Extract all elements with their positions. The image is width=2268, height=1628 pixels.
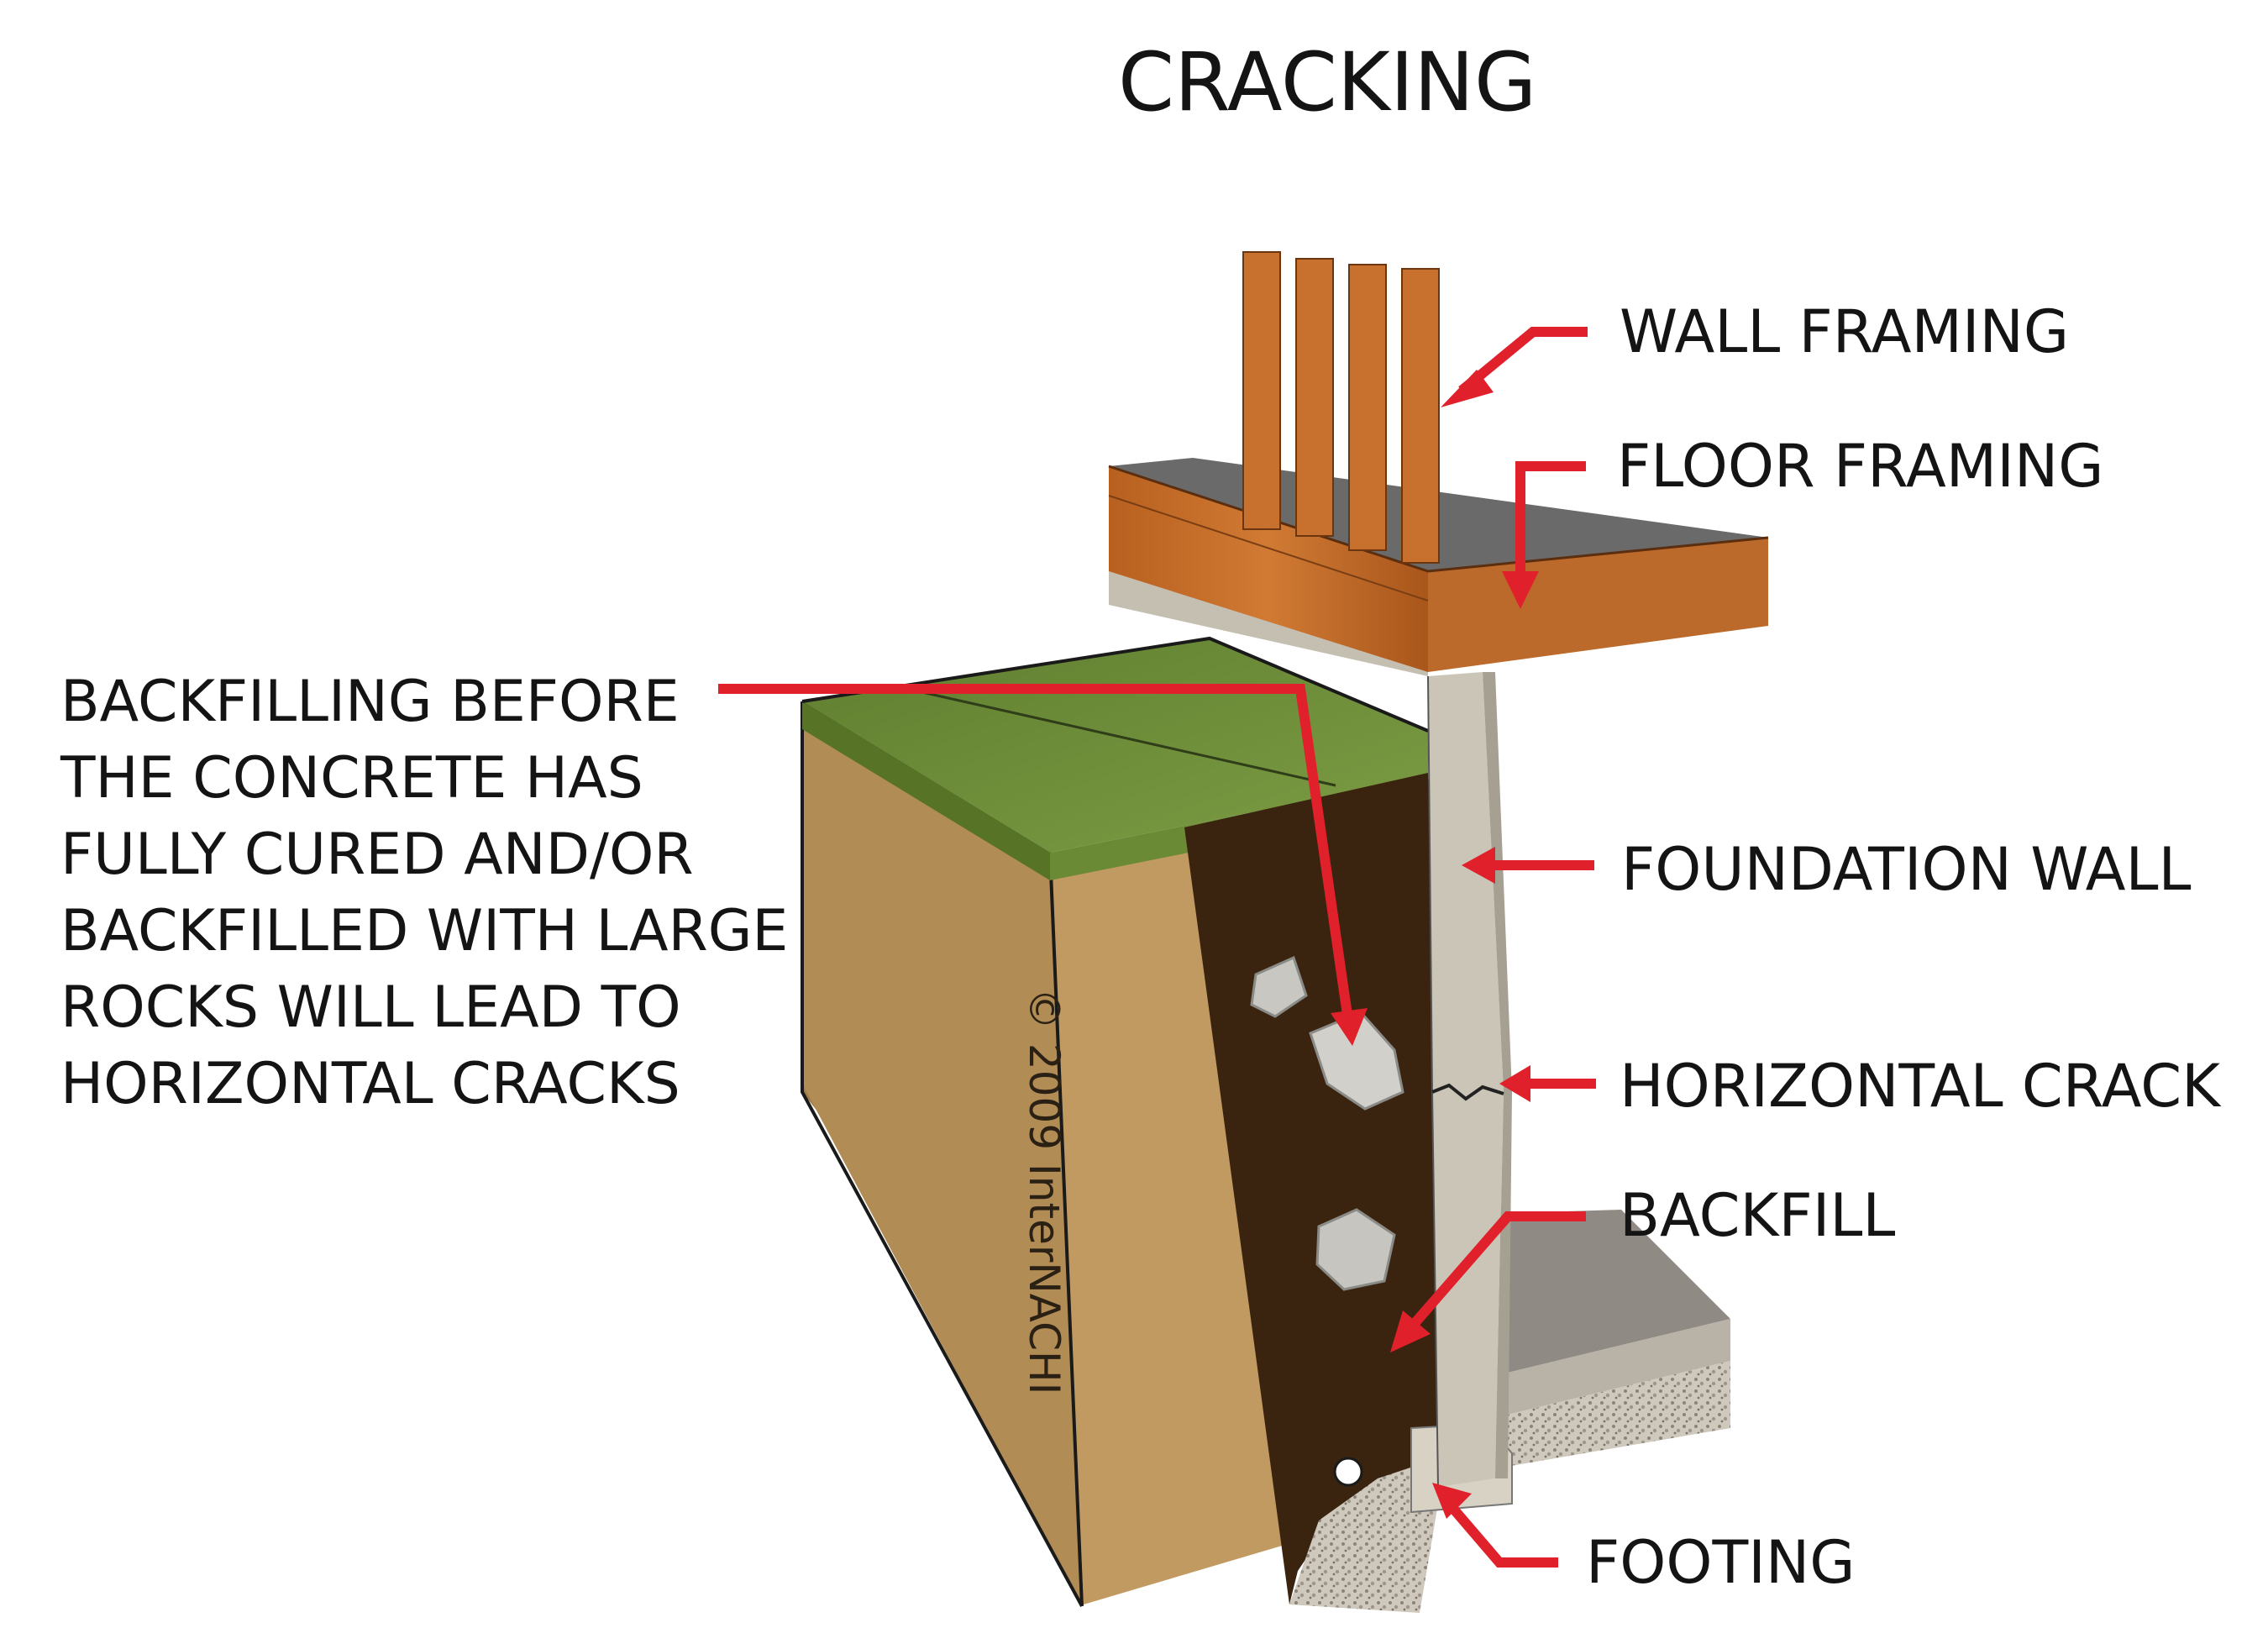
floor-framing-arrow xyxy=(1515,461,1586,584)
backfill-trench xyxy=(1184,773,1460,1613)
wall-framing-arrowhead xyxy=(1441,370,1494,407)
diagram-title: CRACKING xyxy=(1118,35,1537,129)
label-foundation-wall: FOUNDATION WALL xyxy=(1621,835,2192,904)
note-arrow xyxy=(718,684,1353,1021)
label-footing: FOOTING xyxy=(1586,1528,1856,1597)
label-wall-framing: WALL FRAMING xyxy=(1620,297,2070,366)
note-line: THE CONCRETE HAS xyxy=(60,745,643,811)
horizontal-crack-arrowhead xyxy=(1499,1065,1530,1102)
note-line: BACKFILLING BEFORE xyxy=(60,669,680,735)
note-line: BACKFILLED WITH LARGE xyxy=(60,898,789,964)
note-arrowhead xyxy=(1331,1008,1368,1046)
label-horizontal-crack: HORIZONTAL CRACK xyxy=(1620,1052,2221,1121)
backfill-arrow xyxy=(1407,1211,1586,1331)
label-floor-framing: FLOOR FRAMING xyxy=(1617,432,2104,501)
wall-studs xyxy=(1242,251,1440,564)
backfill-arrowhead xyxy=(1390,1310,1431,1352)
rocks xyxy=(1250,955,1404,1291)
note-text: BACKFILLING BEFORE THE CONCRETE HAS FULL… xyxy=(60,664,788,1122)
copyright-notice: © 2009 InterNACHI xyxy=(1020,988,1068,1395)
foundation-wall xyxy=(1427,672,1512,1488)
note-line: FULLY CURED AND/OR xyxy=(60,822,694,888)
foundation-wall-arrowhead xyxy=(1462,847,1495,884)
footing-arrowhead xyxy=(1432,1483,1472,1519)
wall-framing-arrow xyxy=(1458,327,1588,395)
floor-framing-arrowhead xyxy=(1502,571,1539,609)
footing-arrow xyxy=(1445,1500,1558,1568)
sill-plate xyxy=(1109,571,1428,676)
note-line: HORIZONTAL CRACKS xyxy=(60,1051,680,1117)
label-backfill: BACKFILL xyxy=(1620,1181,1896,1250)
note-line: ROCKS WILL LEAD TO xyxy=(60,974,681,1041)
